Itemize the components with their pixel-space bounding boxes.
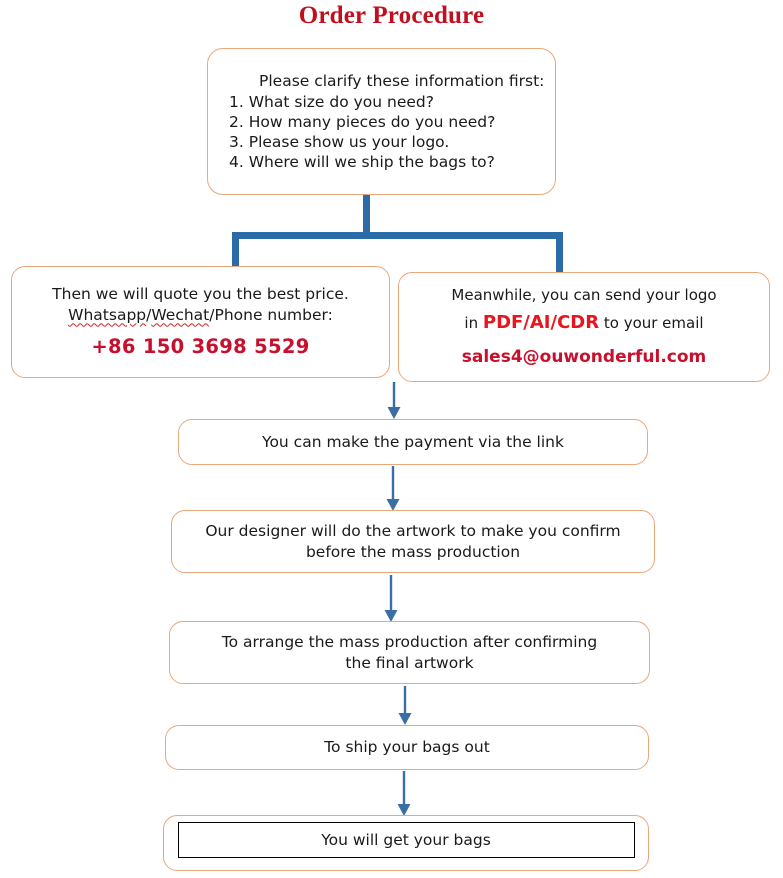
logo-line-2-prefix: in: [464, 314, 483, 332]
clarify-heading: Please clarify these information first:: [259, 71, 545, 90]
clarify-item-4: 4. Where will we ship the bags to?: [229, 153, 495, 172]
receive-inner-rectangle: You will get your bags: [177, 822, 635, 858]
splitter-horizontal-bar: [232, 232, 563, 239]
node-quote-price: Then we will quote you the best price. W…: [11, 266, 390, 378]
designer-line-1: Our designer will do the artwork to make…: [205, 522, 621, 541]
ship-text: To ship your bags out: [324, 738, 490, 757]
node-mass-production: To arrange the mass production after con…: [169, 621, 650, 684]
page-title: Order Procedure: [298, 2, 485, 29]
arrow-to-receive-icon: [392, 771, 416, 817]
splitter-stem-right: [556, 232, 563, 272]
produce-line-2: the final artwork: [345, 653, 474, 672]
arrow-to-designer-icon: [381, 466, 405, 512]
quote-separator-1: /: [146, 306, 152, 325]
node-send-logo: Meanwhile, you can send your logo in PDF…: [398, 272, 770, 382]
produce-line-1: To arrange the mass production after con…: [221, 633, 598, 652]
arrow-to-production-icon: [379, 575, 403, 623]
arrow-to-payment-icon: [382, 382, 406, 420]
quote-phone-label: /Phone number:: [209, 306, 333, 325]
logo-formats-line: in PDF/AI/CDR to your email: [464, 311, 703, 334]
node-designer-artwork: Our designer will do the artwork to make…: [171, 510, 655, 573]
quote-contact-line: Whatsapp/Wechat/Phone number:: [68, 305, 333, 325]
quote-wechat-label: Wechat: [151, 306, 210, 325]
clarify-item-1: 1. What size do you need?: [229, 92, 434, 111]
splitter-stem-left: [232, 232, 239, 267]
quote-line-1: Then we will quote you the best price.: [52, 285, 349, 304]
node-ship-bags: To ship your bags out: [165, 725, 649, 770]
logo-email-address[interactable]: sales4@ouwonderful.com: [461, 347, 707, 368]
logo-line-2-suffix: to your email: [599, 314, 704, 332]
receive-text: You will get your bags: [321, 830, 491, 849]
clarify-item-2: 2. How many pieces do you need?: [229, 112, 496, 131]
node-make-payment: You can make the payment via the link: [178, 419, 648, 465]
arrow-to-ship-icon: [393, 686, 417, 726]
quote-whatsapp-label: Whatsapp: [68, 306, 147, 325]
node-clarify-information: Please clarify these information first: …: [207, 48, 556, 195]
designer-line-2: before the mass production: [305, 542, 521, 561]
splitter-stem-top: [363, 195, 370, 234]
node-receive-bags: You will get your bags: [163, 815, 649, 871]
logo-line-1: Meanwhile, you can send your logo: [451, 285, 717, 304]
clarify-item-3: 3. Please show us your logo.: [229, 133, 450, 152]
payment-text: You can make the payment via the link: [262, 432, 564, 451]
logo-file-formats: PDF/AI/CDR: [482, 312, 600, 333]
quote-phone-number[interactable]: +86 150 3698 5529: [91, 335, 310, 359]
